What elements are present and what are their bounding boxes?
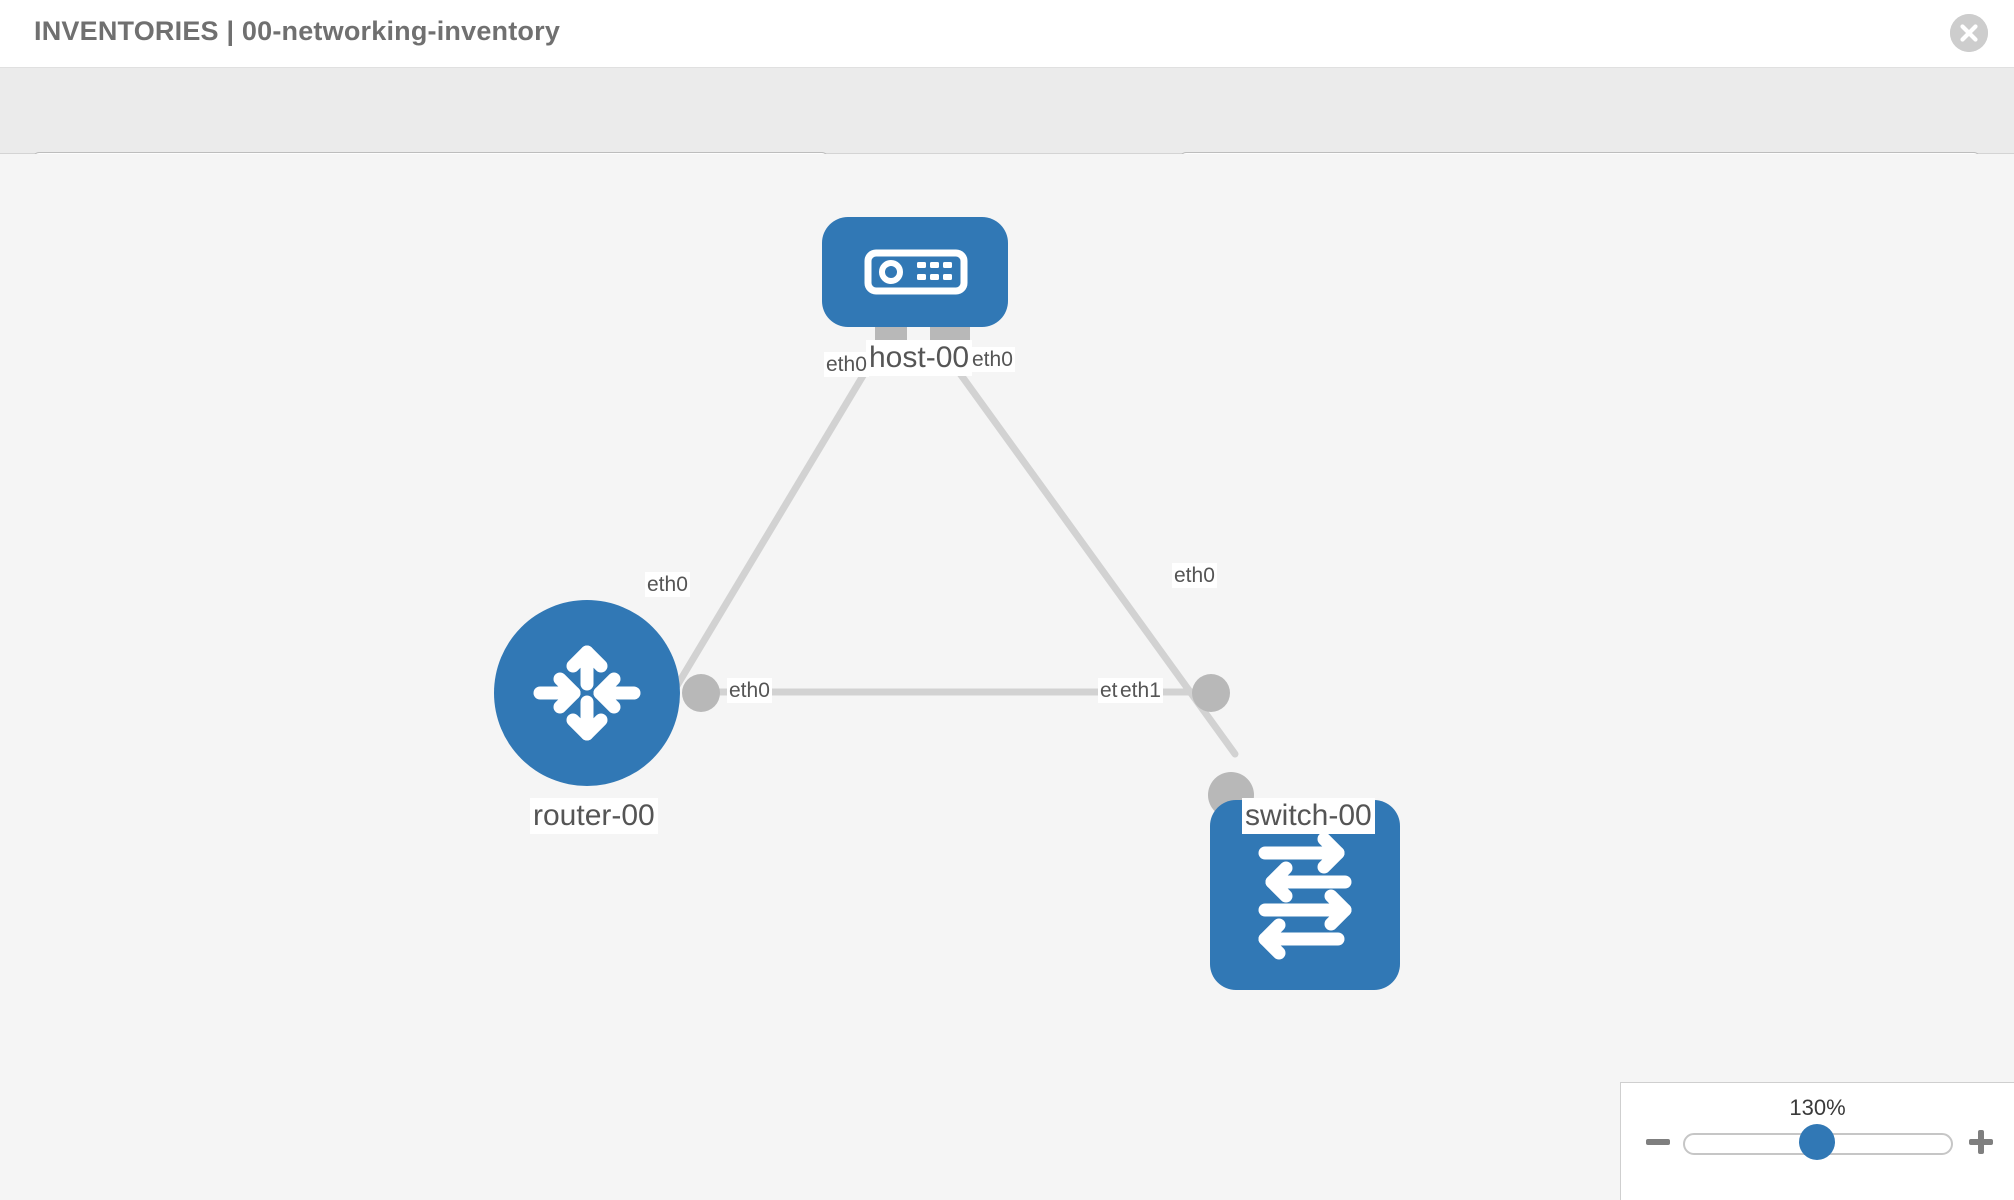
close-icon[interactable]: [1950, 14, 1988, 52]
edge-label-switch-left: eth1: [1118, 678, 1163, 703]
node-label-host-00: host-00: [866, 340, 973, 376]
toolbar: ACTIONS SEARCH: [0, 68, 2014, 208]
edge-label-host-left: eth0: [824, 352, 869, 377]
edge-label-router-right: eth0: [727, 678, 772, 703]
router-arrows-icon: [533, 645, 641, 741]
zoom-control-panel: 130%: [1620, 1082, 2014, 1200]
page-header: INVENTORIES | 00-networking-inventory: [0, 0, 2014, 68]
edge-label-switch-up: eth0: [1172, 563, 1217, 588]
node-host-00[interactable]: [822, 217, 1008, 327]
link-host-router: [656, 335, 889, 718]
topology-canvas[interactable]: host-00 eth0 eth0: [0, 154, 2014, 1200]
edge-label-router-up: eth0: [645, 572, 690, 597]
node-label-router-00: router-00: [530, 798, 658, 834]
plus-icon[interactable]: [1966, 1127, 1996, 1157]
zoom-level-value: 130%: [1789, 1095, 1846, 1120]
page-title: INVENTORIES | 00-networking-inventory: [34, 16, 561, 46]
switch-arrows-icon: [1258, 832, 1352, 960]
node-label-switch-00: switch-00: [1242, 798, 1375, 834]
edge-label-host-right: eth0: [970, 347, 1015, 372]
server-icon: [864, 249, 968, 295]
link-host-switch: [931, 335, 1239, 758]
minus-icon[interactable]: [1643, 1127, 1673, 1157]
zoom-slider-thumb[interactable]: [1799, 1124, 1835, 1160]
port-dot-router-right: [682, 674, 720, 712]
port-dot-switch-left: [1192, 674, 1230, 712]
node-router-00[interactable]: [494, 600, 680, 786]
